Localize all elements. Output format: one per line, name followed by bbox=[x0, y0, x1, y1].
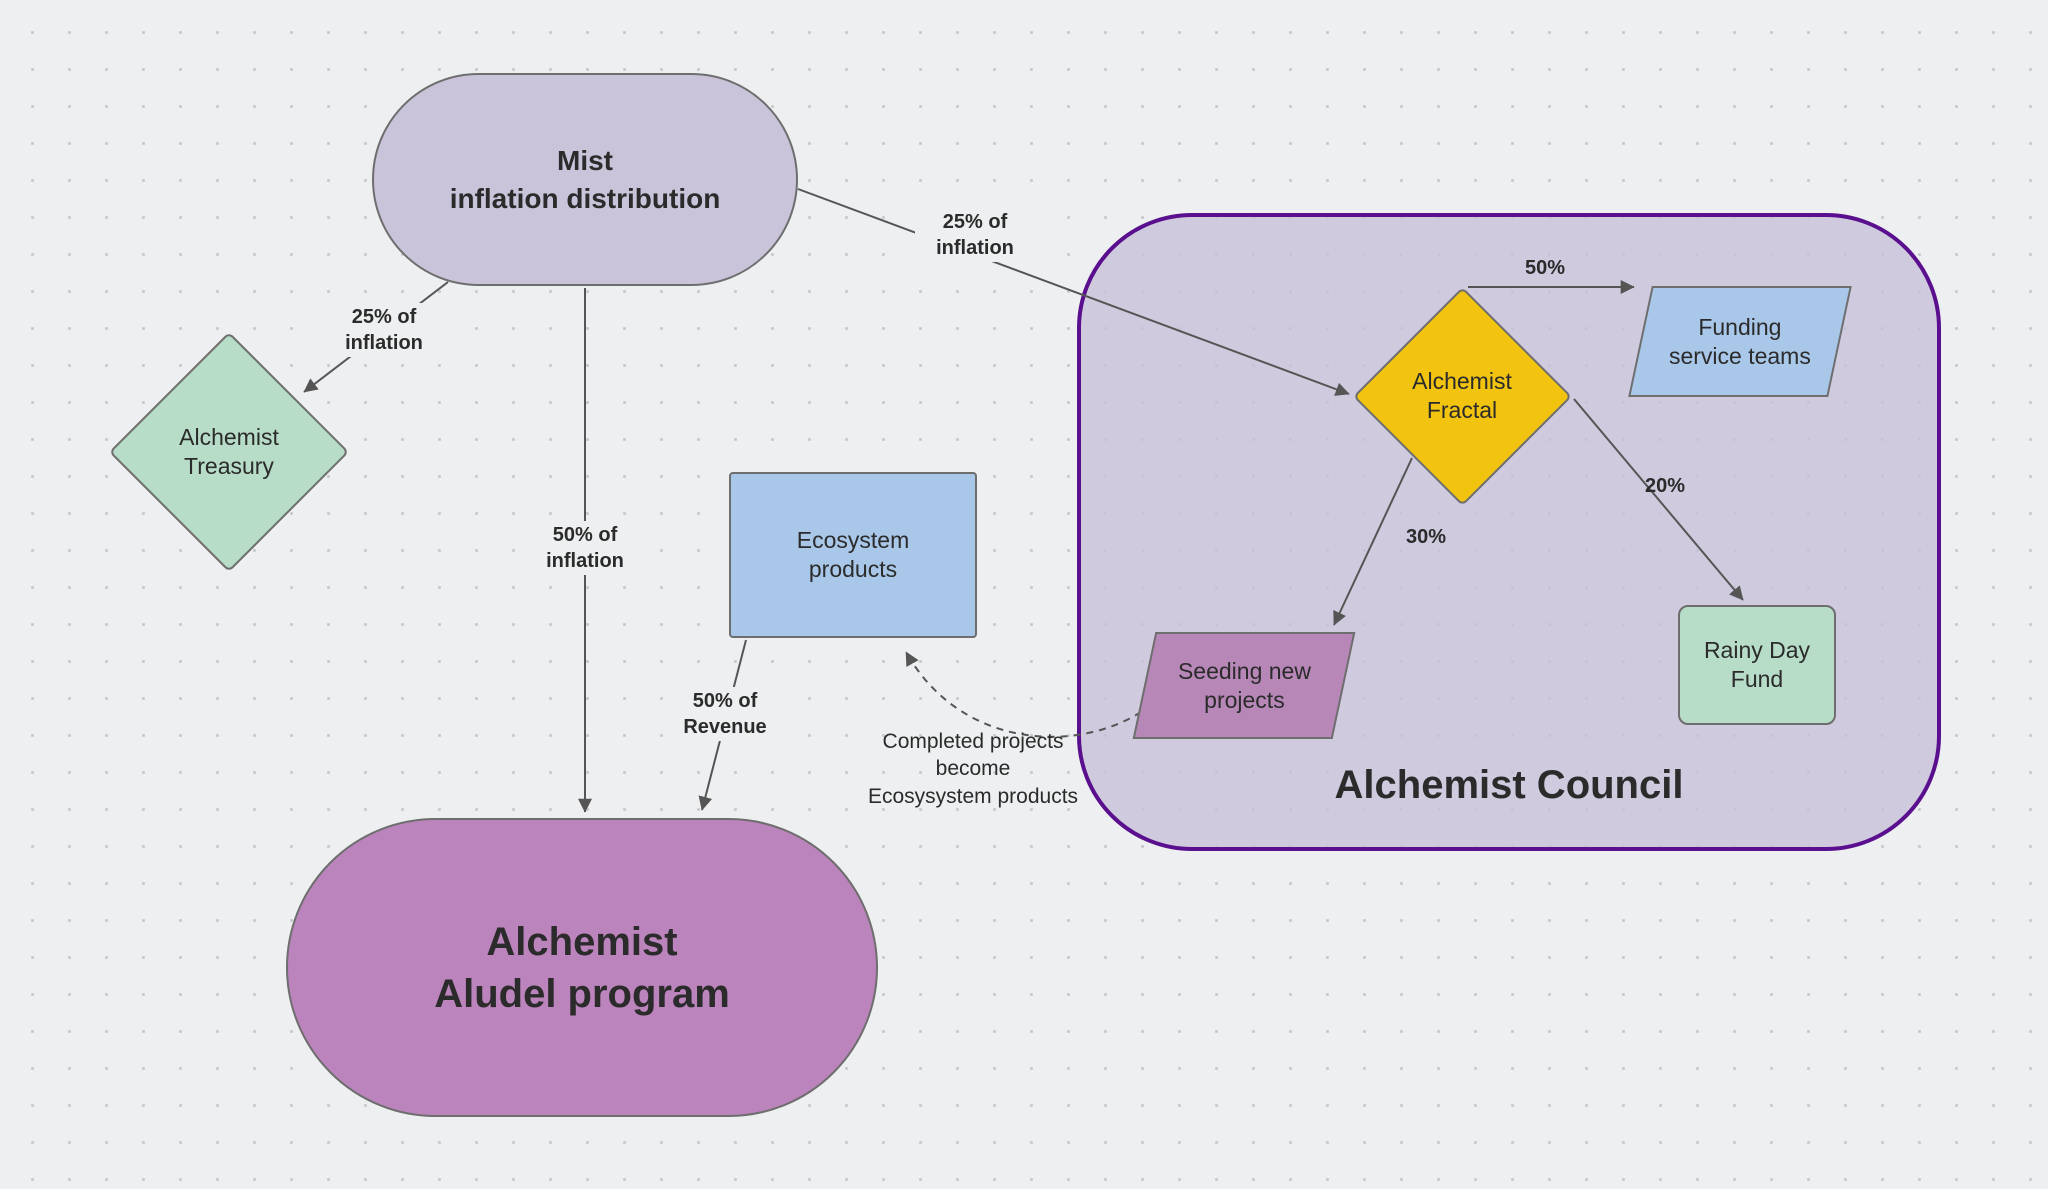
edge-label-fractal-funding: 50% bbox=[1524, 257, 1566, 279]
node-seeding-new-projects: Seeding new projects bbox=[1132, 632, 1356, 739]
edge-label-mist-treasury: 25% of inflation bbox=[324, 303, 444, 357]
edge-mist-fractal bbox=[797, 188, 1350, 396]
node-rainy-day-fund: Rainy Day Fund bbox=[1678, 605, 1836, 725]
edge-label-mist-fractal: 25% of inflation bbox=[915, 208, 1035, 262]
ecosystem-products-label: Ecosystem products bbox=[796, 527, 910, 582]
edge-label-fractal-rainy: 20% bbox=[1644, 475, 1686, 497]
aludel-program-label: Alchemist Aludel program bbox=[434, 919, 730, 1016]
funding-service-teams-label: Funding service teams bbox=[1669, 313, 1811, 369]
rainy-day-fund-label: Rainy Day Fund bbox=[1703, 637, 1811, 692]
edge-label-seeding-ecosystem: Completed projects become Ecosysystem pr… bbox=[867, 730, 1079, 808]
edge-fractal-seeding bbox=[1333, 457, 1413, 626]
node-funding-service-teams: Funding service teams bbox=[1628, 286, 1852, 397]
edge-label-mist-aludel: 50% of inflation bbox=[525, 521, 645, 575]
node-ecosystem-products: Ecosystem products bbox=[729, 472, 977, 638]
node-alchemist-aludel-program: Alchemist Aludel program bbox=[286, 818, 878, 1117]
node-mist-inflation-distribution: Mist inflation distribution bbox=[372, 73, 798, 286]
edge-label-fractal-seeding: 30% bbox=[1405, 526, 1447, 548]
mist-label: Mist inflation distribution bbox=[449, 144, 721, 214]
alchemist-fractal-label: Alchemist Fractal bbox=[1412, 368, 1512, 423]
seeding-new-projects-label: Seeding new projects bbox=[1177, 657, 1311, 713]
edge-fractal-rainy bbox=[1573, 398, 1744, 601]
alchemist-treasury-label: Alchemist Treasury bbox=[179, 424, 279, 479]
edge-label-ecosystem-aludel: 50% of Revenue bbox=[665, 687, 785, 741]
edge-seeding-ecosystem bbox=[905, 651, 1142, 738]
council-title: Alchemist Council bbox=[1334, 763, 1684, 807]
